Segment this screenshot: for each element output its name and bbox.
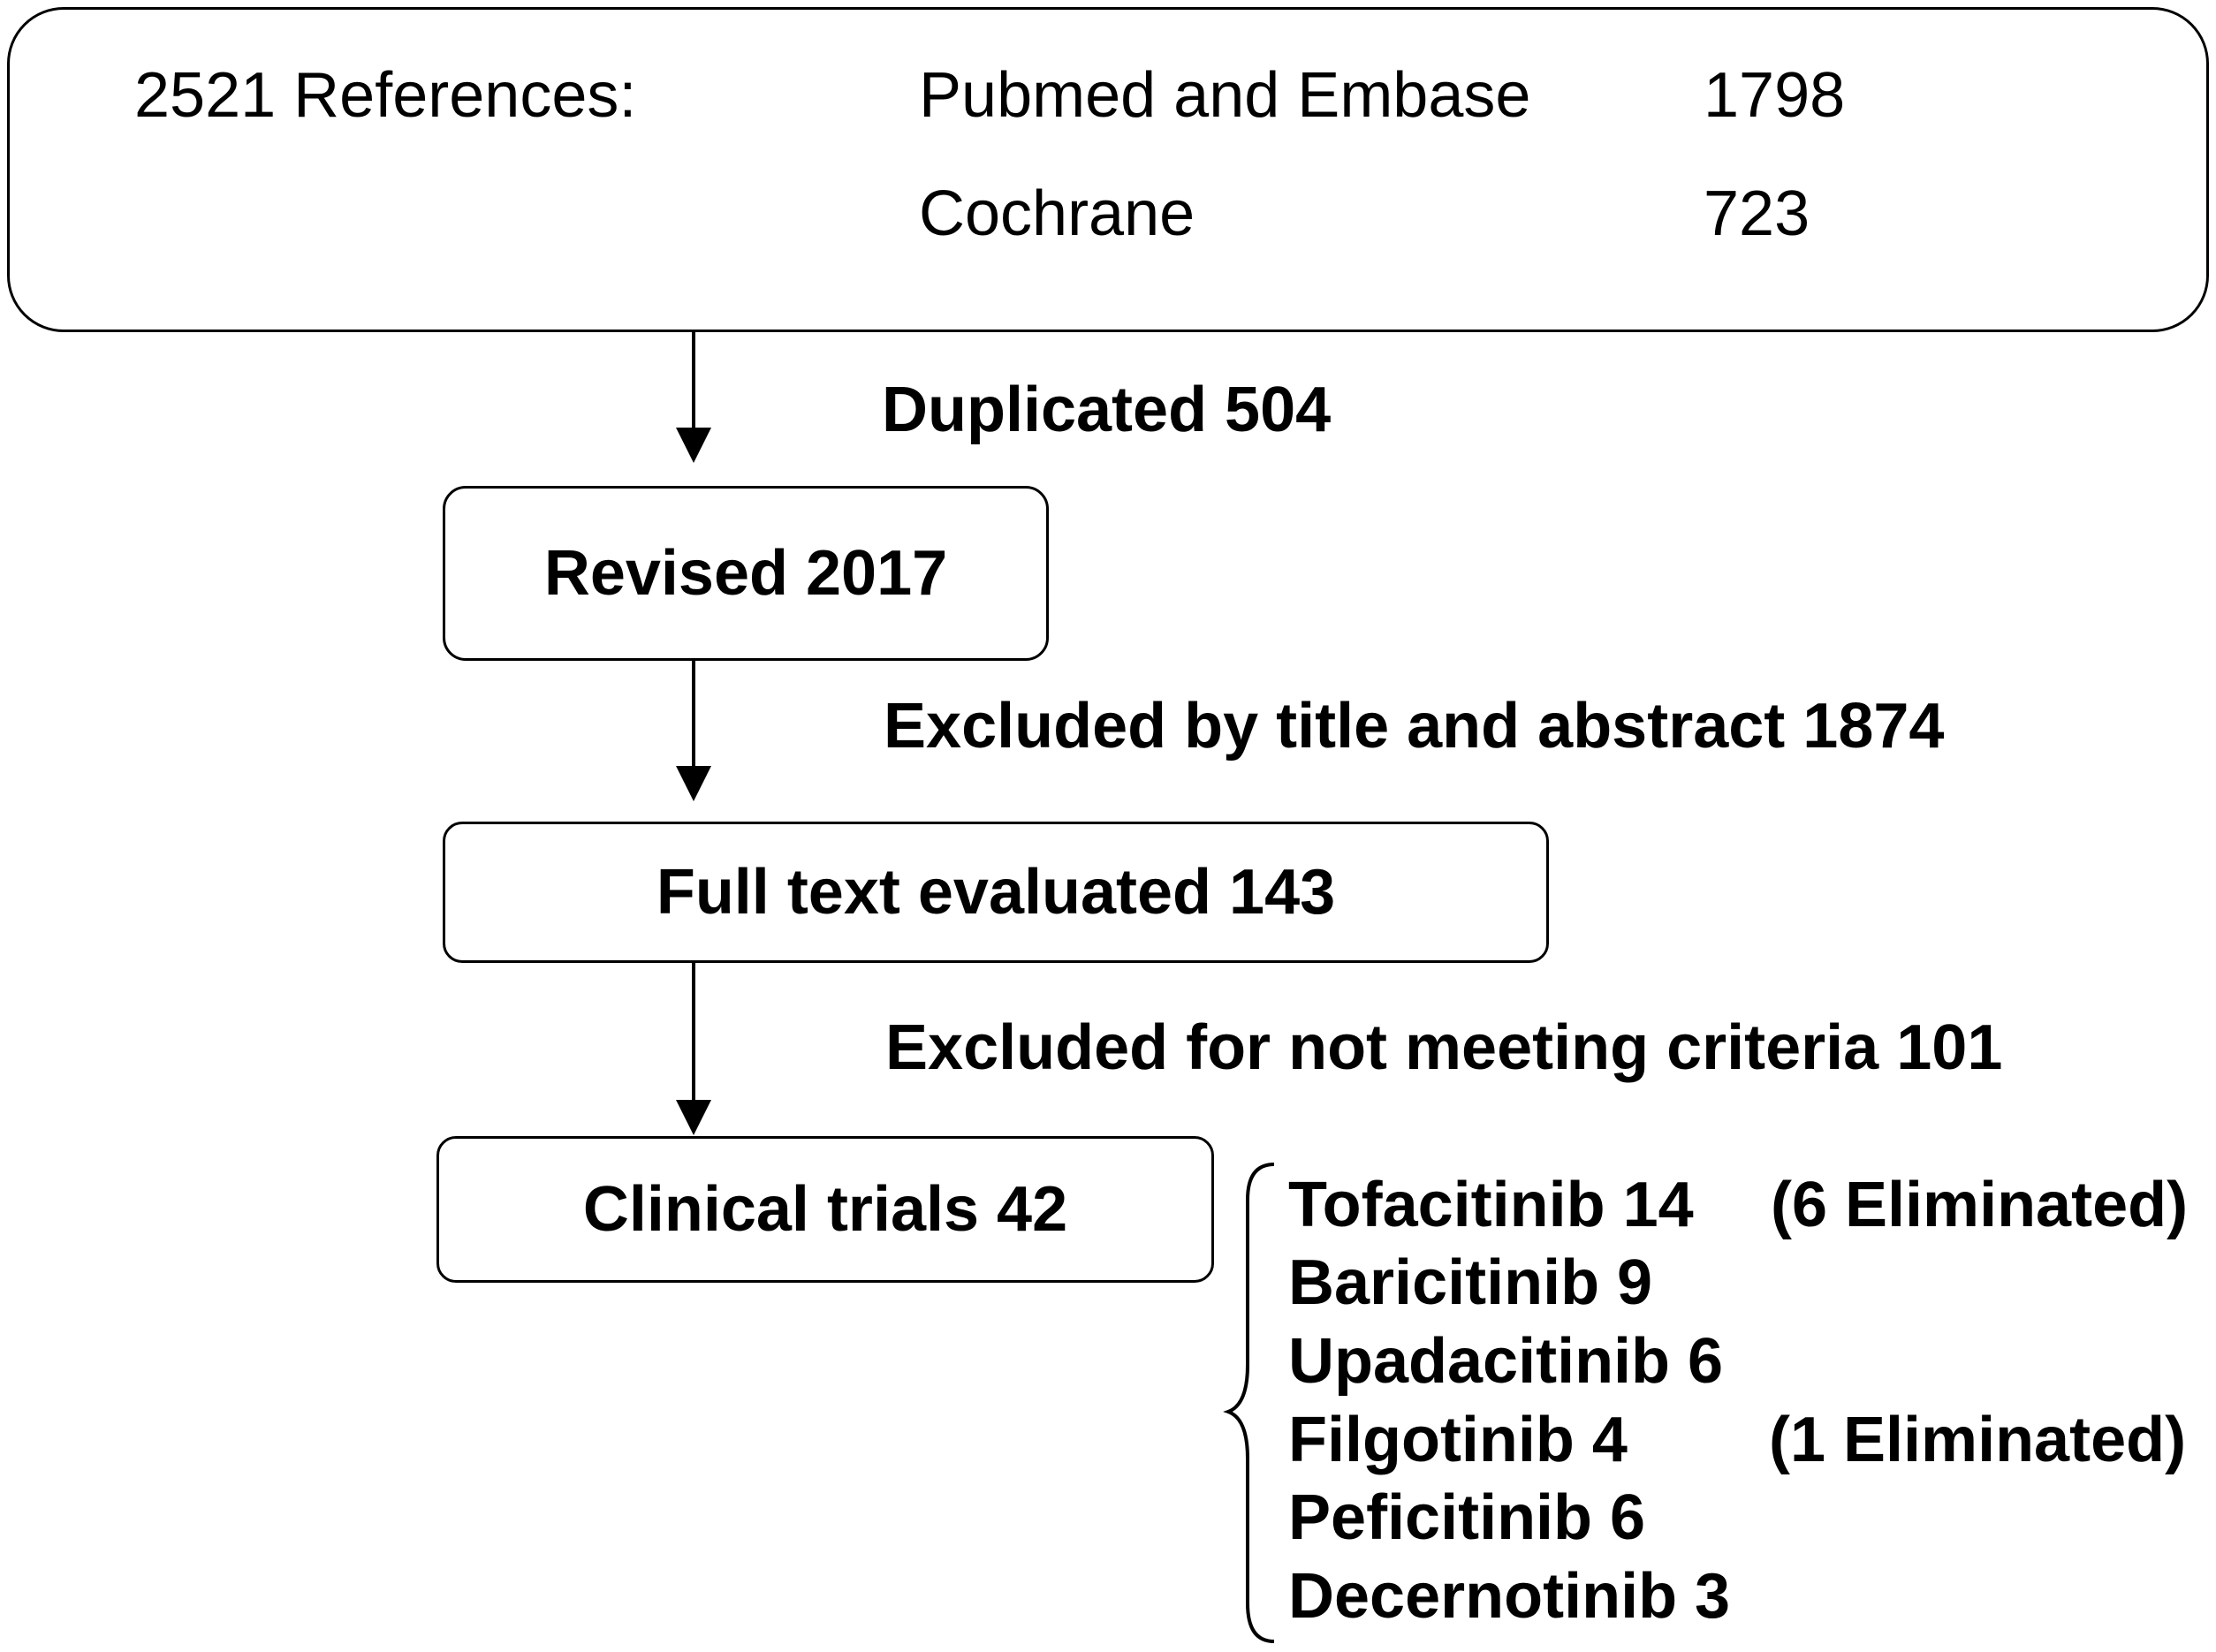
drug-tofacitinib-note: (6 Eliminated) [1771,1170,2189,1240]
source-count-cochrane: 723 [1704,178,1810,249]
drug-peficitinib: Peficitinib 6 [1288,1482,1646,1553]
revised-box: Revised 2017 [443,486,1049,661]
excluded-title-abstract-label: Excluded by title and abstract 1874 [884,691,1945,762]
drug-filgotinib-note: (1 Eliminated) [1769,1405,2187,1475]
excluded-criteria-label: Excluded for not meeting criteria 101 [885,1012,2003,1083]
revised-label: Revised 2017 [543,538,948,609]
references-total: 2521 References: [134,60,637,131]
drug-tofacitinib: Tofacitinib 14 [1288,1170,1694,1240]
references-box [7,7,2209,332]
drug-upadacitinib: Upadacitinib 6 [1288,1326,1724,1397]
full-text-box: Full text evaluated 143 [443,822,1549,963]
drug-decernotinib: Decernotinib 3 [1288,1561,1731,1632]
source-count-pubmed-embase: 1798 [1704,60,1846,131]
clinical-trials-box: Clinical trials 42 [436,1136,1214,1283]
clinical-trials-label: Clinical trials 42 [582,1174,1068,1245]
full-text-label: Full text evaluated 143 [656,857,1336,928]
duplicated-label: Duplicated 504 [882,375,1332,445]
drug-baricitinib: Baricitinib 9 [1288,1247,1653,1318]
drug-filgotinib: Filgotinib 4 [1288,1405,1628,1475]
source-name-pubmed-embase: Pubmed and Embase [919,60,1531,131]
left-brace [1223,1163,1275,1643]
source-name-cochrane: Cochrane [919,178,1195,249]
